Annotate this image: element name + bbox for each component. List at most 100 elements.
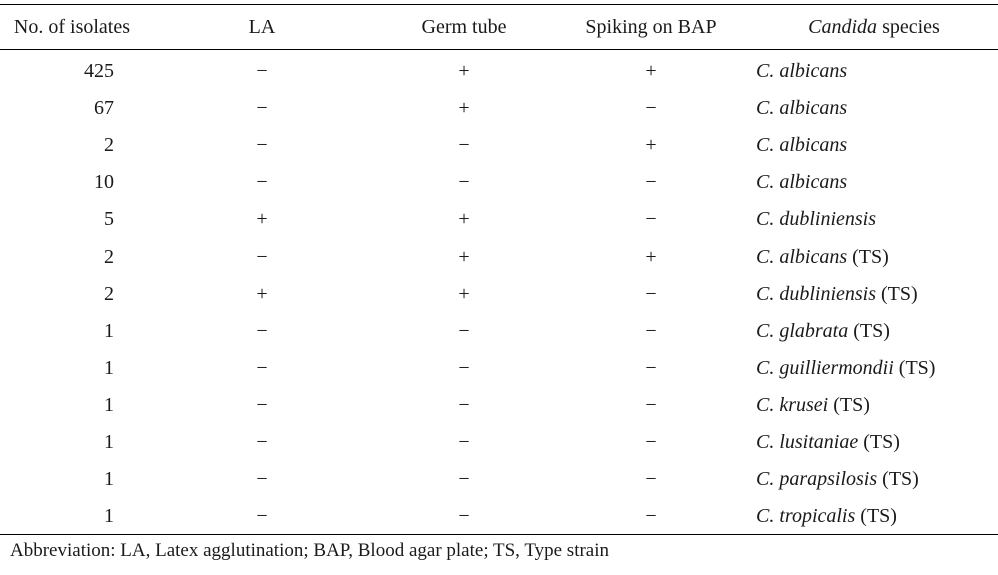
header-la: LA — [248, 15, 276, 38]
species-suffix: (TS) — [893, 356, 936, 379]
cell-isolates: 2 — [104, 134, 114, 157]
cell-species: C. dubliniensis — [750, 201, 998, 238]
cell-spiking: − — [645, 430, 657, 453]
cell-species: C. tropicalis (TS) — [750, 498, 998, 535]
species-suffix: (TS) — [877, 468, 919, 491]
cell-isolates: 2 — [104, 245, 114, 268]
cell-spiking: − — [645, 171, 657, 194]
species-name: C. parapsilosis — [756, 468, 878, 491]
species-name: C. tropicalis — [756, 505, 856, 528]
species-name: C. guilliermondii — [756, 356, 894, 379]
cell-spiking: − — [645, 356, 657, 379]
header-spiking: Spiking on BAP — [585, 15, 717, 38]
table-body: 425 − + + C. albicans 67 − + − C. albicans 2 − − + C. … — [0, 49, 998, 535]
cell-isolates: 1 — [104, 319, 114, 342]
header-rule — [0, 49, 998, 50]
cell-spiking: − — [645, 319, 657, 342]
table-row: 1−−−C. glabrata (TS) — [0, 313, 998, 350]
top-rule — [0, 4, 998, 5]
species-name: C. glabrata — [756, 319, 849, 342]
cell-spiking: − — [645, 505, 657, 528]
table-row: 10 − − − C. albicans — [0, 164, 998, 201]
header-species-word: species — [877, 15, 940, 38]
table-row: 1−−−C. parapsilosis (TS) — [0, 461, 998, 498]
species-suffix: (TS) — [855, 505, 897, 528]
species-suffix: (TS) — [858, 430, 900, 453]
cell-species: C. albicans — [750, 90, 998, 127]
species-name: C. lusitaniae — [756, 430, 859, 453]
isolates-table: No. of isolates LA Germ tube Spiking on … — [0, 5, 998, 535]
table-row: 1 − − − C. lusitaniae (TS) — [0, 424, 998, 461]
cell-germ-tube: − — [458, 356, 470, 379]
cell-spiking: − — [645, 468, 657, 491]
cell-germ-tube: − — [458, 505, 470, 528]
cell-la: + — [256, 282, 268, 305]
cell-la: − — [256, 430, 268, 453]
header-isolates: No. of isolates — [13, 15, 130, 38]
cell-germ-tube: + — [458, 208, 470, 231]
cell-germ-tube: − — [458, 319, 470, 342]
cell-spiking: + — [645, 134, 657, 157]
cell-germ-tube: − — [458, 468, 470, 491]
cell-germ-tube: + — [458, 60, 470, 83]
table-row: 2−++C. albicans (TS) — [0, 238, 998, 275]
table-row: 1−−−C. krusei (TS) — [0, 387, 998, 424]
species-suffix: (TS) — [828, 393, 870, 416]
cell-species: C. guilliermondii (TS) — [750, 350, 998, 387]
cell-isolates: 425 — [84, 60, 114, 83]
cell-species: C. parapsilosis (TS) — [750, 461, 998, 498]
species-name: C. albicans — [756, 97, 848, 120]
table-header-row: No. of isolates LA Germ tube Spiking on … — [0, 5, 998, 49]
cell-species: C. albicans — [750, 127, 998, 164]
cell-germ-tube: − — [458, 171, 470, 194]
cell-species: C. albicans (TS) — [750, 238, 998, 275]
cell-species: C. dubliniensis (TS) — [750, 276, 998, 313]
species-name: C. krusei — [756, 393, 829, 416]
species-name: C. albicans — [756, 171, 848, 194]
table-row: 425 − + + C. albicans — [0, 49, 998, 90]
table-row: 1 − − − C. guilliermondii (TS) — [0, 350, 998, 387]
cell-la: − — [256, 356, 268, 379]
cell-isolates: 1 — [104, 356, 114, 379]
cell-isolates: 10 — [94, 171, 114, 194]
cell-spiking: − — [645, 97, 657, 120]
cell-isolates: 1 — [104, 505, 114, 528]
cell-species: C. albicans — [750, 49, 998, 90]
cell-isolates: 1 — [104, 393, 114, 416]
header-species: Candida species — [750, 5, 998, 49]
cell-isolates: 1 — [104, 430, 114, 453]
cell-germ-tube: + — [458, 282, 470, 305]
species-name: C. dubliniensis — [756, 208, 877, 231]
table-row: 5++−C. dubliniensis — [0, 201, 998, 238]
species-name: C. albicans — [756, 134, 848, 157]
cell-la: − — [256, 393, 268, 416]
species-suffix: (TS) — [876, 282, 918, 305]
table-row: 2−−+C. albicans — [0, 127, 998, 164]
header-species-genus: Candida — [808, 15, 878, 38]
cell-la: − — [256, 60, 268, 83]
cell-species: C. albicans — [750, 164, 998, 201]
cell-germ-tube: + — [458, 97, 470, 120]
cell-spiking: − — [645, 208, 657, 231]
cell-species: C. glabrata (TS) — [750, 313, 998, 350]
cell-germ-tube: − — [458, 430, 470, 453]
table-row: 67−+−C. albicans — [0, 90, 998, 127]
cell-species: C. krusei (TS) — [750, 387, 998, 424]
cell-la: − — [256, 505, 268, 528]
cell-germ-tube: + — [458, 245, 470, 268]
cell-spiking: − — [645, 282, 657, 305]
species-suffix: (TS) — [848, 319, 890, 342]
bottom-rule — [0, 534, 998, 535]
table-row: 1 − − − C. tropicalis (TS) — [0, 498, 998, 535]
cell-isolates: 2 — [104, 282, 114, 305]
cell-isolates: 67 — [94, 97, 114, 120]
cell-la: + — [256, 208, 268, 231]
species-name: C. albicans — [756, 60, 848, 83]
cell-species: C. lusitaniae (TS) — [750, 424, 998, 461]
cell-la: − — [256, 171, 268, 194]
table-row: 2 + + − C. dubliniensis (TS) — [0, 276, 998, 313]
cell-spiking: + — [645, 60, 657, 83]
species-suffix: (TS) — [847, 245, 889, 268]
header-germ-tube: Germ tube — [421, 15, 507, 38]
abbreviation-footnote: Abbreviation: LA, Latex agglutination; B… — [10, 540, 610, 561]
